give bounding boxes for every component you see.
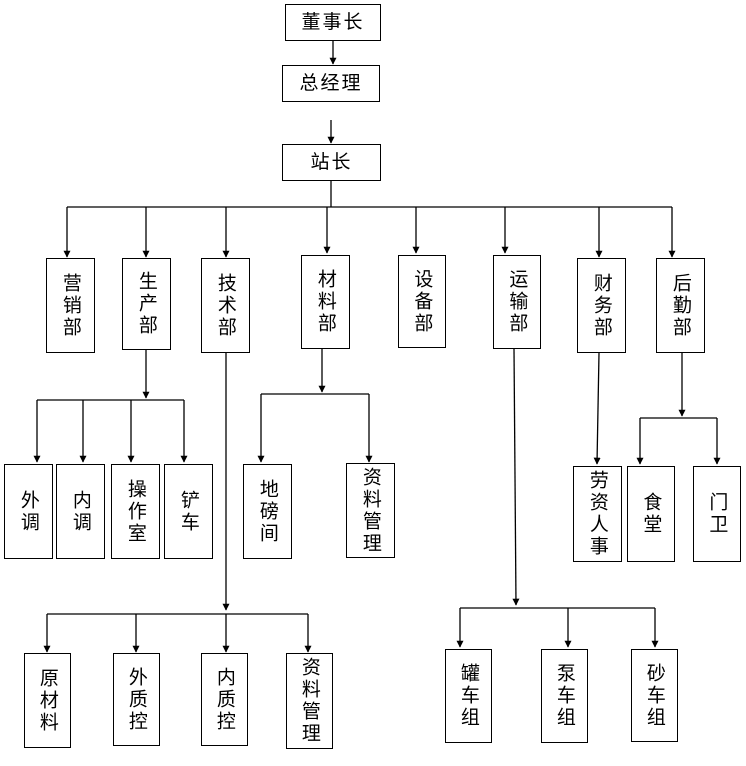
- node-raw-materials: 原材料: [24, 653, 71, 748]
- node-label: 资料管理: [359, 466, 382, 555]
- node-label: 罐车组: [457, 663, 480, 729]
- node-label: 门卫: [706, 492, 729, 536]
- node-label: 材料部: [314, 269, 337, 335]
- node-tanker-team: 罐车组: [445, 649, 492, 743]
- node-label: 砂车组: [643, 662, 666, 729]
- node-label: 董事长: [301, 11, 365, 34]
- node-general-manager: 总经理: [282, 65, 380, 102]
- node-sand-truck-team: 砂车组: [631, 649, 678, 742]
- node-equipment: 设备部: [398, 255, 446, 348]
- node-chairman: 董事长: [285, 4, 381, 41]
- node-label: 外质控: [125, 666, 148, 733]
- node-label: 内调: [69, 489, 92, 534]
- connector-labor-personnel: [593, 352, 601, 465]
- node-label: 财务部: [590, 272, 613, 339]
- node-external-dispatch: 外调: [4, 464, 53, 559]
- node-label: 地磅间: [256, 478, 279, 545]
- node-canteen: 食堂: [627, 466, 675, 562]
- node-label: 营销部: [59, 272, 82, 339]
- node-label: 劳资人事: [586, 470, 609, 558]
- node-logistics: 后勤部: [656, 258, 705, 353]
- node-label: 食堂: [640, 492, 663, 536]
- node-label: 资料管理: [298, 657, 321, 745]
- node-label: 技术部: [214, 272, 237, 339]
- node-label: 生产部: [135, 271, 158, 337]
- node-external-qc: 外质控: [113, 653, 160, 746]
- node-pump-truck-team: 泵车组: [541, 649, 588, 743]
- node-materials-data-mgmt: 资料管理: [346, 463, 395, 558]
- node-weighbridge-room: 地磅间: [243, 464, 292, 559]
- node-control-room: 操作室: [111, 464, 160, 559]
- node-materials: 材料部: [301, 255, 350, 349]
- node-label: 设备部: [411, 268, 434, 335]
- node-label: 操作室: [124, 478, 147, 545]
- node-label: 原材料: [36, 667, 59, 734]
- connector-transport-bus: [512, 348, 520, 606]
- node-label: 内质控: [213, 666, 236, 733]
- node-label: 运输部: [506, 269, 529, 335]
- node-label: 外调: [17, 489, 40, 534]
- node-tech-data-mgmt: 资料管理: [286, 653, 333, 749]
- node-label: 后勤部: [669, 272, 692, 339]
- node-station-head: 站长: [282, 144, 381, 181]
- node-label: 泵车组: [553, 663, 576, 729]
- node-gatehouse: 门卫: [693, 466, 741, 562]
- node-labor-personnel: 劳资人事: [573, 466, 622, 562]
- node-finance: 财务部: [577, 258, 626, 353]
- node-technology: 技术部: [201, 258, 250, 353]
- node-label: 站长: [310, 151, 353, 174]
- node-production: 生产部: [122, 258, 171, 350]
- node-loader: 铲车: [164, 464, 213, 559]
- node-internal-dispatch: 内调: [56, 464, 105, 559]
- node-marketing: 营销部: [46, 258, 95, 353]
- node-label: 铲车: [177, 489, 200, 534]
- node-internal-qc: 内质控: [201, 653, 248, 746]
- node-label: 总经理: [299, 72, 363, 95]
- node-transport: 运输部: [493, 255, 541, 349]
